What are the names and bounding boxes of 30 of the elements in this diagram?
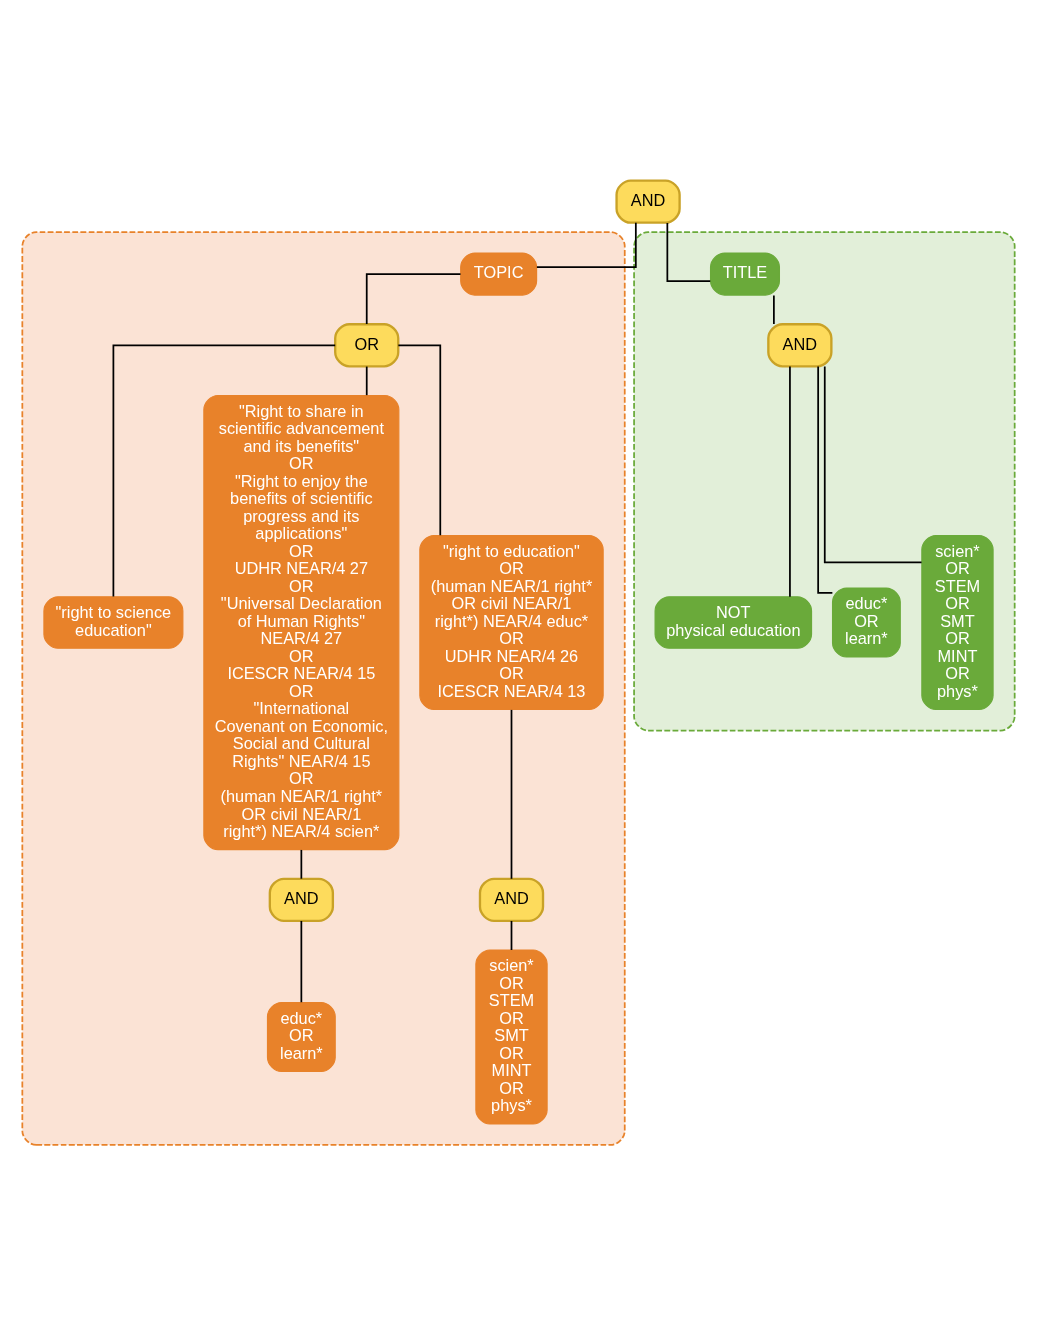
connector [510,709,513,880]
node-box: TOPIC [460,252,538,296]
node-box: AND [268,877,335,922]
node-box: educ* OR learn* [831,587,901,658]
node-box: AND [767,323,833,368]
node-box: scien* OR STEM OR SMT OR MINT OR phys* [921,535,994,711]
node-box: NOT physical education [654,596,813,649]
node-box: educ* OR learn* [266,1001,336,1073]
node-box: "right to science education" [43,596,184,649]
connector [365,365,368,397]
node-box: TITLE [709,252,780,296]
node-box: AND [478,877,545,922]
cluster [633,231,1016,732]
node-box: AND [615,179,681,224]
connector [823,365,923,564]
connector [300,849,303,880]
node-box: "right to education" OR (human NEAR/1 right* OR civil NEAR/1 right*) NEAR/4 educ* OR UDHR NEAR/4 26 OR ICESCR NEAR/4 13 [419,535,604,711]
node-box: OR [334,323,400,368]
connector [300,920,303,1004]
connector [536,221,637,268]
connector [397,344,442,537]
connector [112,344,337,598]
node-box: scien* OR STEM OR SMT OR MINT OR phys* [475,949,548,1125]
connector [666,222,712,282]
connector [773,294,775,325]
node-box: "Right to share in scientific advancement and its benefits" OR "Right to enjoy the benefits of scientific progress and its applications" OR UDHR NEAR/4 27 OR "Universal Declaration of Human Rights" NEAR/4 27 OR ICESCR NEAR/4 15 OR "International Covenant on Economic, Social and Cultural Rights" NEAR/4 15 OR (human NEAR/1 right* OR civil NEAR/1 right*) NEAR/4 scien* [203,394,400,851]
connector [789,365,791,598]
connector [365,273,462,325]
connector [510,920,513,951]
cluster [21,231,626,1146]
